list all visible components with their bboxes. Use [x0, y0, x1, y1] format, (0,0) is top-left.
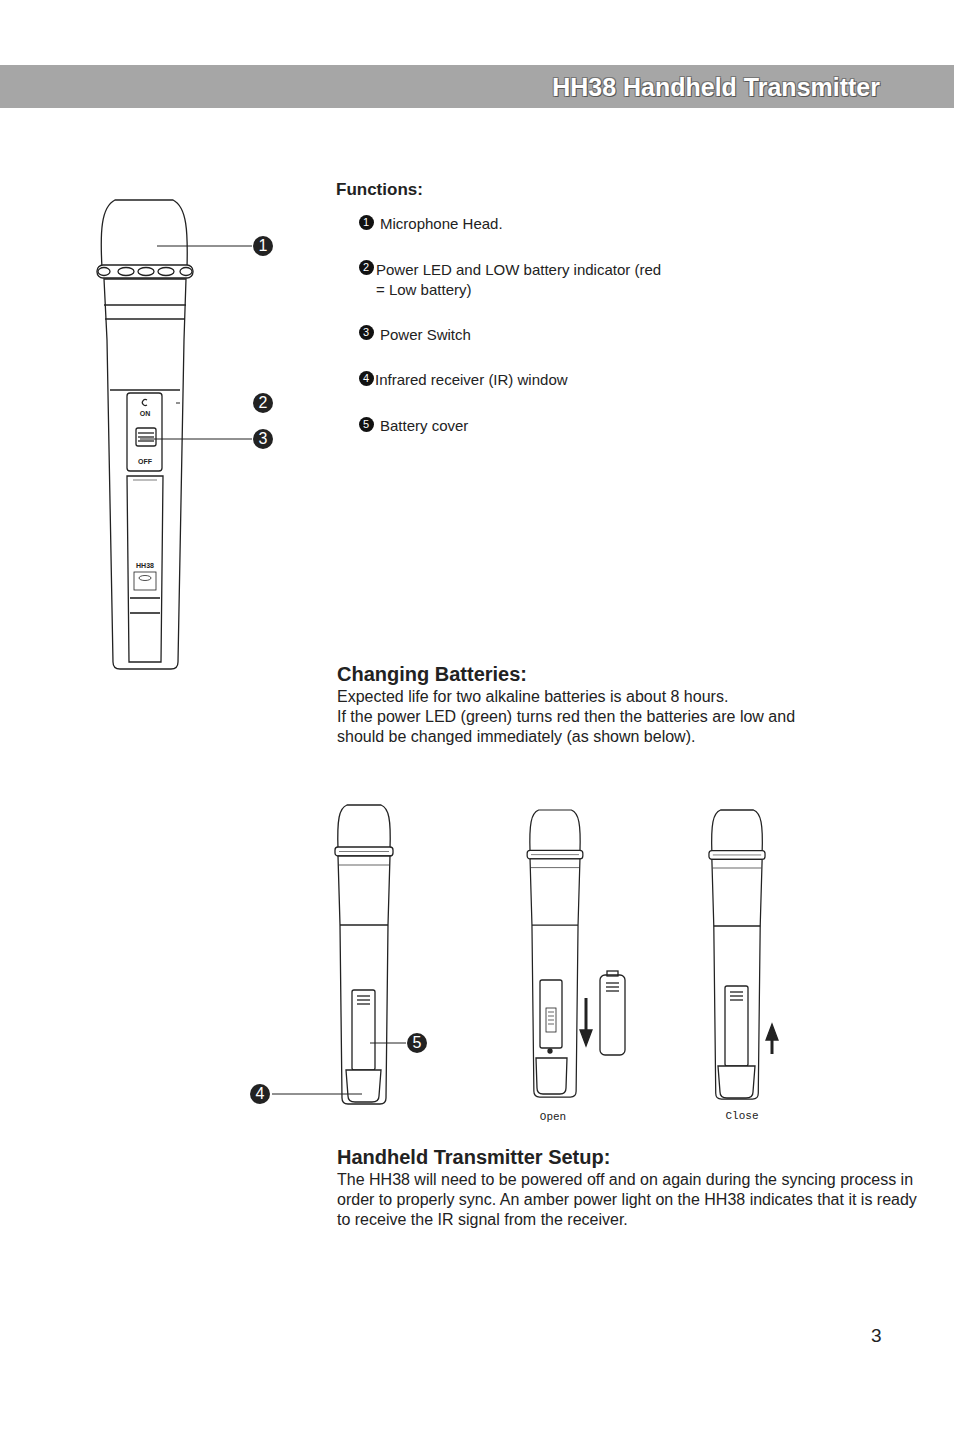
page-number: 3 — [871, 1325, 882, 1347]
section-heading: Handheld Transmitter Setup: — [337, 1146, 610, 1169]
callout-number: 3 — [253, 429, 273, 449]
callout-number: 5 — [359, 417, 374, 432]
function-text: Battery cover — [380, 416, 680, 436]
function-text: Power Switch — [380, 325, 680, 345]
switch-marking: ON — [140, 410, 151, 418]
callout-number: 4 — [250, 1084, 270, 1104]
page-title: HH38 Handheld Transmitter — [552, 73, 880, 102]
callout-number: 1 — [359, 215, 374, 230]
function-text: Infrared receiver (IR) window — [375, 370, 675, 390]
body-text: If the power LED (green) turns red then … — [337, 707, 829, 747]
step-label: Close — [725, 1110, 758, 1122]
body-text: The HH38 will need to be powered off and… — [337, 1170, 917, 1230]
callout-number: 4 — [359, 371, 374, 386]
step-label: Open — [540, 1111, 566, 1123]
callout-number: 2 — [359, 260, 374, 275]
callout-number: 2 — [253, 393, 273, 413]
callout-number: 5 — [407, 1033, 427, 1053]
section-heading: Functions: — [336, 180, 423, 200]
section-heading: Changing Batteries: — [337, 663, 527, 686]
callout-number: 1 — [253, 236, 273, 256]
function-text: Microphone Head. — [380, 214, 680, 234]
body-text: Expected life for two alkaline batteries… — [337, 687, 857, 707]
switch-marking: OFF — [138, 458, 152, 466]
function-text: Power LED and LOW battery indicator (red… — [376, 260, 668, 300]
model-marking: HH38 — [136, 562, 154, 570]
callout-number: 3 — [359, 325, 374, 340]
